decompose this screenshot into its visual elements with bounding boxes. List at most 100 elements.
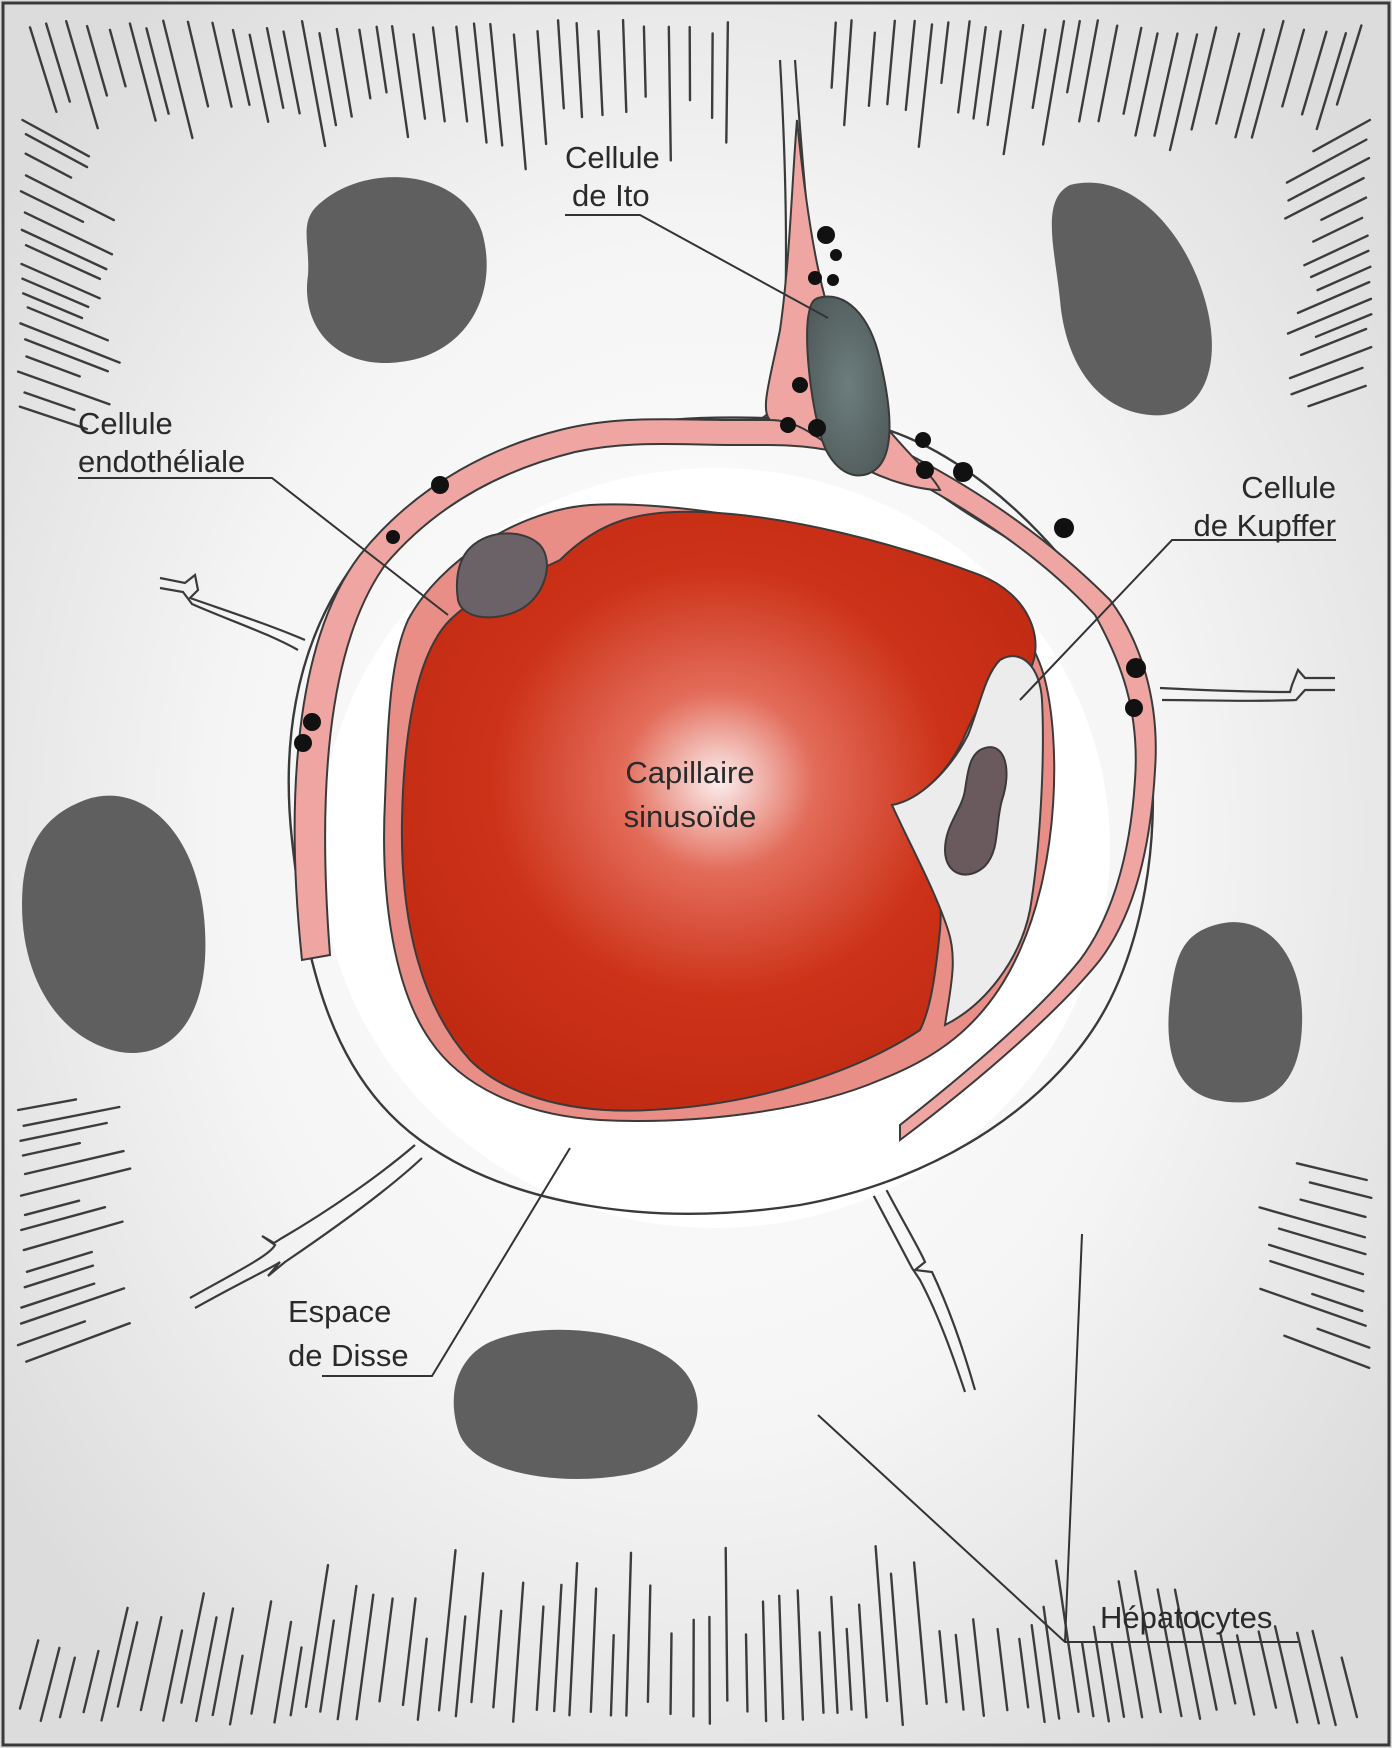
microvillus-line xyxy=(1002,23,1025,156)
microvillus-line xyxy=(24,244,102,281)
microvillus-line xyxy=(1258,1206,1367,1239)
microvillus-line xyxy=(1173,1588,1202,1720)
microvillus-line xyxy=(568,1561,579,1717)
microvillus-line xyxy=(1311,1629,1337,1727)
microvillus-line xyxy=(375,25,388,94)
microvillus-line xyxy=(44,22,72,103)
microvillus-line xyxy=(761,1600,768,1723)
lipid-droplet-dot xyxy=(830,249,842,261)
microvillus-line xyxy=(18,405,89,431)
microvillus-line xyxy=(20,1205,107,1232)
microvillus-line xyxy=(1316,265,1372,292)
microvillus-line xyxy=(335,27,353,118)
microvillus-line xyxy=(1303,234,1369,267)
nucleus-left xyxy=(22,795,206,1053)
microvillus-line xyxy=(492,1609,503,1709)
microvillus-line xyxy=(401,1597,417,1707)
microvillus-line xyxy=(1285,138,1368,184)
microvillus-line xyxy=(58,1656,77,1719)
microvillus-line xyxy=(1065,19,1081,94)
microvillus-line xyxy=(954,1633,965,1711)
microvillus-line xyxy=(336,1584,358,1721)
microvillus-line xyxy=(19,1167,132,1197)
microvillus-line xyxy=(1312,216,1364,243)
microvillus-line xyxy=(412,33,427,120)
lipid-droplet-dot xyxy=(915,432,931,448)
microvillus-line xyxy=(1195,1610,1218,1711)
microvillus-line xyxy=(1259,1287,1367,1327)
microvillus-line xyxy=(24,174,116,222)
microvillus-line xyxy=(20,262,101,300)
microvillus-line xyxy=(1290,366,1364,396)
microvillus-line xyxy=(82,1649,100,1714)
microvillus-line xyxy=(162,19,194,140)
microvillus-line xyxy=(231,28,251,107)
microvillus-line xyxy=(904,19,916,112)
lipid-droplet-dot xyxy=(827,274,839,286)
microvillus-line xyxy=(24,338,110,373)
microvillus-line xyxy=(589,1587,598,1714)
microvillus-line xyxy=(1257,1630,1278,1709)
microvillus-line xyxy=(1269,1259,1365,1293)
microvillus-line xyxy=(1320,196,1368,222)
microvillus-line xyxy=(912,1561,928,1705)
microvillus-line xyxy=(1284,176,1365,220)
microvillus-line xyxy=(642,25,647,98)
microvillus-line xyxy=(536,30,548,146)
microvillus-line xyxy=(437,1548,457,1712)
microvillus-line xyxy=(1286,297,1373,335)
microvillus-line xyxy=(1030,1623,1046,1724)
microvillus-line xyxy=(390,24,410,139)
microvillus-line xyxy=(1110,1641,1126,1718)
microvillus-line xyxy=(830,21,837,89)
label-endothelial-line1: Cellule xyxy=(78,406,173,441)
microvillus-line xyxy=(250,1600,273,1715)
microvillus-line xyxy=(725,21,730,144)
microvillus-line xyxy=(16,1320,87,1347)
microvillus-line xyxy=(778,1594,785,1721)
microvillus-line xyxy=(972,1618,986,1717)
microvillus-line xyxy=(1296,280,1371,315)
microvillus-line xyxy=(1080,1642,1095,1718)
label-capillary-line2: sinusoïde xyxy=(624,799,757,834)
nucleus-right xyxy=(1168,922,1303,1103)
microvillus-line xyxy=(1295,1631,1321,1725)
microvillus-line xyxy=(18,1639,40,1710)
microvillus-line xyxy=(19,1121,108,1142)
microvillus-line xyxy=(818,1631,825,1714)
microvillus-line xyxy=(25,355,81,378)
leader-ito xyxy=(565,214,829,319)
microvillus-line xyxy=(100,1606,129,1722)
microvillus-line xyxy=(228,1654,244,1726)
microvillus-line xyxy=(1315,32,1348,131)
nucleus-bottom xyxy=(453,1329,698,1479)
microvillus-line xyxy=(1307,384,1367,408)
microvillus-line xyxy=(609,1633,615,1717)
microvillus-line xyxy=(25,1321,131,1363)
microvillus-line xyxy=(886,19,897,106)
leader-kupffer xyxy=(1019,539,1336,701)
nucleus-top-left xyxy=(306,177,487,364)
microvillus-line xyxy=(265,27,285,110)
lipid-droplets xyxy=(294,226,1146,752)
lipid-droplet-dot xyxy=(817,226,835,244)
microvillus-line xyxy=(416,1637,428,1721)
label-hepatocytes: Hépatocytes xyxy=(1100,1600,1272,1635)
microvillus-line xyxy=(19,190,85,224)
microvillus-line xyxy=(512,33,527,171)
microvillus-line xyxy=(21,1141,82,1157)
microvillus-line xyxy=(21,292,84,320)
microvillus-line xyxy=(26,306,110,342)
microvillus-line xyxy=(431,26,446,123)
microvillus-line xyxy=(1267,1243,1365,1276)
leader-disse xyxy=(322,1147,571,1377)
endothelium-outer xyxy=(293,418,1157,1143)
microvillus-line xyxy=(23,1149,125,1176)
microvilli-hatch xyxy=(16,18,1373,1727)
microvillus-line xyxy=(211,21,233,108)
microvillus-line xyxy=(319,1619,335,1713)
microvillus-line xyxy=(1077,19,1100,123)
microvillus-line xyxy=(552,1583,563,1713)
lipid-droplet-dot xyxy=(1125,699,1143,717)
